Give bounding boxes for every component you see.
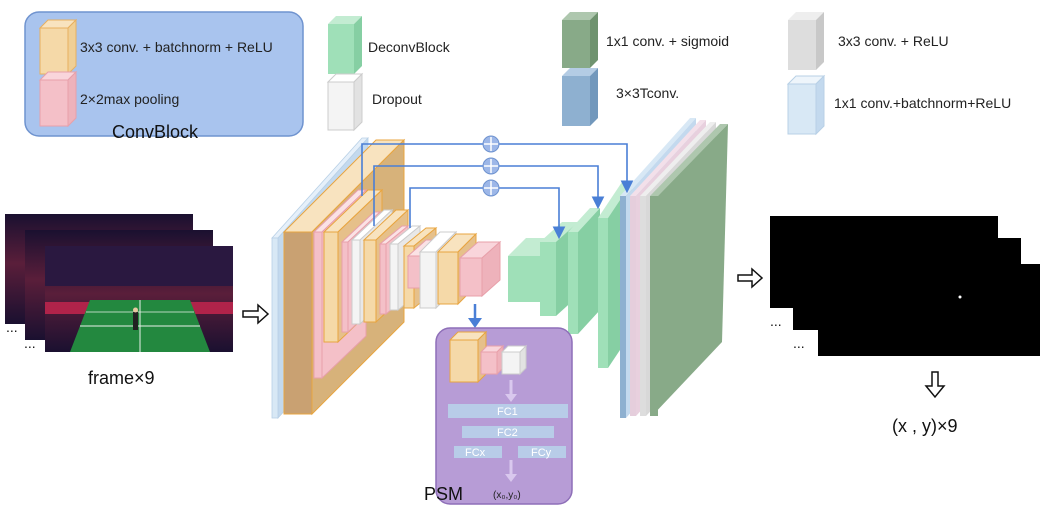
output-caption: (x , y)×9 [892, 416, 958, 436]
concat-icons [482, 135, 500, 197]
legend: 3x3 conv. + batchnorm + ReLU 2×2max pool… [24, 11, 1011, 142]
sigmoid-swatch [562, 12, 598, 68]
psm-fcx-bar [454, 446, 502, 458]
concat-icon-2 [482, 157, 500, 175]
input-caption: frame×9 [88, 368, 155, 388]
psm-fc1-label: FC1 [497, 406, 518, 418]
deconv-swatch [328, 16, 362, 74]
convblock-title: ConvBlock [112, 122, 199, 142]
encoder-block-5 [406, 230, 478, 310]
psm-output-label: (x₀,y₀) [493, 490, 521, 501]
dropout-legend-label: Dropout [372, 91, 422, 107]
output-arrow-icon [737, 267, 764, 289]
psm-fc2-bar [462, 426, 554, 438]
psm-title: PSM [424, 484, 463, 504]
output-heatmap-front [818, 264, 1040, 356]
output-heatmaps: ... ... [770, 216, 1040, 356]
psm-down-arrow-icon [468, 304, 482, 328]
output-down-arrow-icon [924, 371, 946, 399]
relu-legend-label: 3x3 conv. + ReLU [838, 33, 949, 49]
output-heatmap-point [958, 295, 962, 299]
psm-fc1-bar [448, 404, 568, 418]
psm-module: FC1 FC2 FCx FCy (x₀,y₀) PSM [424, 327, 573, 505]
bn-relu-swatch [786, 74, 826, 136]
input-frames: ... ... frame×9 [5, 214, 233, 388]
psm-fcx-label: FCx [465, 447, 486, 459]
pool-legend-label: 2×2max pooling [80, 91, 179, 107]
input-frame-front [45, 246, 233, 352]
tconv-legend-label: 3×3Tconv. [616, 85, 679, 101]
conv-swatch [38, 18, 78, 76]
input-ellipsis-2: ... [24, 335, 36, 351]
psm-arrow-1-icon [505, 380, 517, 402]
output-ellipsis-2: ... [793, 335, 805, 351]
decoder [508, 118, 728, 418]
psm-arrow-2-icon [505, 460, 517, 482]
conv-legend-label: 3x3 conv. + batchnorm + ReLU [80, 39, 273, 55]
encoder [271, 136, 502, 420]
encoder-block-3 [340, 208, 410, 334]
bn-relu-legend-label: 1x1 conv.+batchnorm+ReLU [834, 95, 1011, 111]
psm-conv-block [448, 330, 528, 384]
psm-fcy-label: FCy [531, 447, 552, 459]
sigmoid-legend-label: 1x1 conv. + sigmoid [606, 33, 729, 49]
psm-fc2-label: FC2 [497, 427, 518, 439]
concat-icon-3 [482, 179, 500, 197]
input-ellipsis-1: ... [6, 319, 18, 335]
input-arrow-icon [242, 303, 270, 325]
decoder-block-3 [568, 208, 600, 334]
psm-fcy-bar [518, 446, 566, 458]
pool-swatch [38, 70, 78, 128]
tconv-swatch [562, 68, 598, 126]
convblock-legend-box [24, 11, 304, 137]
concat-icon-1 [482, 135, 500, 153]
relu-swatch [788, 12, 824, 70]
bottleneck-block [458, 240, 502, 298]
deconv-legend-label: DeconvBlock [368, 39, 451, 55]
decoder-final-stack [620, 118, 728, 418]
output-ellipsis-1: ... [770, 313, 782, 329]
dropout-swatch [326, 72, 364, 132]
